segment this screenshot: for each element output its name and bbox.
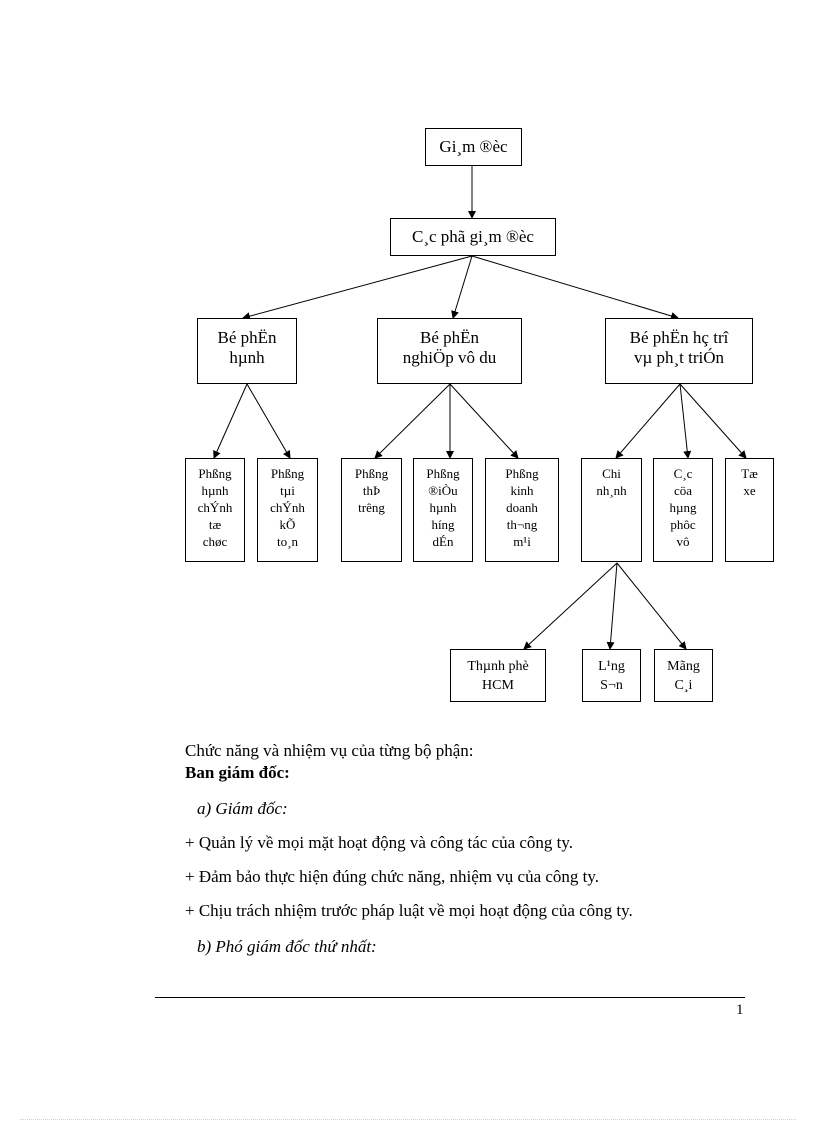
- org-box-room-market-line1: Phßng: [354, 466, 389, 481]
- org-box-room-trade-line4: th­¬ng: [506, 517, 538, 532]
- org-box-director-label: Gi¸m ®èc: [439, 137, 508, 156]
- org-box-deputy-directors-label: C¸c phã gi¸m ®èc: [412, 227, 534, 246]
- org-box-room-finance-line4: kÕ: [279, 517, 296, 532]
- org-box-room-admin-hr-line5: chøc: [202, 534, 228, 549]
- org-box-room-admin-hr: Phßng hµnh chÝnh tæ chøc: [185, 458, 245, 562]
- org-box-branch-hcm: Thµnh phè HCM: [450, 649, 546, 702]
- org-box-branch-line1: Chi: [602, 466, 621, 481]
- footer-divider: [155, 997, 745, 998]
- org-box-room-admin-hr-line3: chÝnh: [197, 500, 233, 515]
- org-box-shops-line1: C¸c: [673, 466, 693, 481]
- org-box-branch-hcm-line2: HCM: [482, 678, 514, 693]
- org-box-dept-support-line1: Bé phËn hç trî: [629, 328, 729, 347]
- org-box-room-finance-line3: chÝnh: [270, 500, 305, 515]
- arrow-admin-hr: [213, 383, 248, 459]
- org-box-branch-ls-line1: L¹ng: [598, 659, 625, 674]
- org-box-room-trade-line2: kinh: [510, 483, 534, 498]
- arrow-deputy-admin: [242, 255, 473, 321]
- org-box-room-admin-hr-line2: hµnh: [201, 483, 229, 498]
- subheading-a: a) Giám đốc:: [197, 799, 288, 818]
- arrow-branch-hcm: [523, 562, 618, 650]
- org-box-room-market-line2: thÞ: [362, 483, 381, 498]
- arrow-business-trade: [449, 383, 519, 459]
- org-box-room-trade-line5: m¹i: [513, 534, 531, 549]
- arrow-deputy-business: [451, 255, 473, 319]
- org-box-room-trade-line1: Phßng: [505, 466, 539, 481]
- org-box-deputy-directors: C¸c phã gi¸m ®èc: [390, 218, 556, 256]
- org-box-fleet: Tæ xe: [725, 458, 774, 562]
- arrow-support-branch: [615, 383, 681, 459]
- org-box-room-guide-line2: ®iÒu: [428, 483, 458, 498]
- org-box-director: Gi¸m ®èc: [425, 128, 522, 166]
- org-box-shops-line5: vô: [676, 534, 690, 549]
- arrow-branch-ls: [606, 562, 618, 650]
- arrow-admin-finance: [246, 383, 291, 459]
- org-box-branch-mc-line1: Mãng: [667, 659, 700, 674]
- org-box-room-guide: Phßng ®iÒu hµnh h­íng dÉn: [413, 458, 473, 562]
- arrow-business-market: [374, 383, 451, 459]
- org-chart-connectors: [213, 166, 747, 650]
- org-box-dept-support-line2: vµ ph¸t triÓn: [633, 348, 725, 367]
- arrow-deputy-support: [471, 255, 679, 320]
- org-box-branch-mc: Mãng C¸i: [654, 649, 713, 702]
- arrow-branch-mc: [616, 562, 687, 650]
- section-intro: Chức năng và nhiệm vụ của từng bộ phận:: [185, 741, 474, 760]
- org-box-fleet-line1: Tæ: [741, 466, 758, 481]
- org-box-dept-business-line1: Bé phËn: [419, 328, 480, 347]
- org-box-room-guide-line3: hµnh: [429, 500, 457, 515]
- org-box-dept-business: Bé phËn nghiÖp vô du: [377, 318, 522, 384]
- org-box-room-finance-line2: tµi: [280, 483, 295, 498]
- org-box-branch: Chi nh¸nh: [581, 458, 642, 562]
- org-box-dept-business-line2: nghiÖp vô du: [402, 348, 497, 367]
- arrow-support-shops: [679, 383, 692, 459]
- org-box-branch-ls: L¹ng S¬n: [582, 649, 641, 702]
- org-box-shops-line3: hµng: [669, 500, 697, 515]
- org-box-dept-support: Bé phËn hç trî vµ ph¸t triÓn: [605, 318, 753, 384]
- org-box-room-guide-line1: Phßng: [426, 466, 460, 481]
- org-box-shops-line2: cöa: [673, 483, 693, 498]
- org-box-room-admin-hr-line1: Phßng: [198, 466, 232, 481]
- subheading-b: b) Phó giám đốc thứ nhất:: [197, 937, 377, 956]
- org-box-branch-ls-line2: S¬n: [600, 678, 623, 693]
- org-box-branch-line2: nh¸nh: [596, 483, 627, 498]
- org-box-branch-hcm-line1: Thµnh phè: [467, 659, 529, 674]
- arrow-support-fleet: [679, 383, 747, 459]
- org-box-room-market-line3: tr­êng: [358, 500, 385, 515]
- org-box-room-guide-line5: dÉn: [432, 534, 454, 549]
- org-box-room-guide-line4: h­íng: [431, 517, 455, 532]
- org-box-dept-admin: Bé phËn hµnh: [197, 318, 297, 384]
- bullet-3: + Chịu trách nhiệm trước pháp luật về mọ…: [185, 901, 633, 920]
- org-box-shops-line4: phôc: [670, 517, 696, 532]
- org-box-dept-admin-line2: hµnh: [229, 348, 265, 367]
- org-box-room-market: Phßng thÞ tr­êng: [341, 458, 402, 562]
- org-box-fleet-line2: xe: [743, 483, 756, 498]
- section-heading: Ban giám đốc:: [185, 763, 290, 782]
- org-box-dept-admin-line1: Bé phËn: [217, 328, 277, 347]
- bullet-2: + Đảm bảo thực hiện đúng chức năng, nhiệ…: [185, 867, 600, 886]
- page-bottom-border: [20, 1119, 796, 1120]
- bullet-1: + Quản lý về mọi mặt hoạt động và công t…: [185, 833, 574, 852]
- page-number: 1: [736, 1002, 744, 1018]
- org-box-room-finance-line5: to¸n: [277, 534, 298, 549]
- org-box-room-finance-line1: Phßng: [270, 466, 305, 481]
- org-box-room-finance: Phßng tµi chÝnh kÕ to¸n: [257, 458, 318, 562]
- org-box-room-trade-line3: doanh: [506, 500, 538, 515]
- org-box-room-trade: Phßng kinh doanh th­¬ng m¹i: [485, 458, 559, 562]
- org-box-shops: C¸c cöa hµng phôc vô: [653, 458, 713, 562]
- org-box-branch-mc-line2: C¸i: [674, 678, 693, 693]
- org-box-room-admin-hr-line4: tæ: [208, 517, 222, 532]
